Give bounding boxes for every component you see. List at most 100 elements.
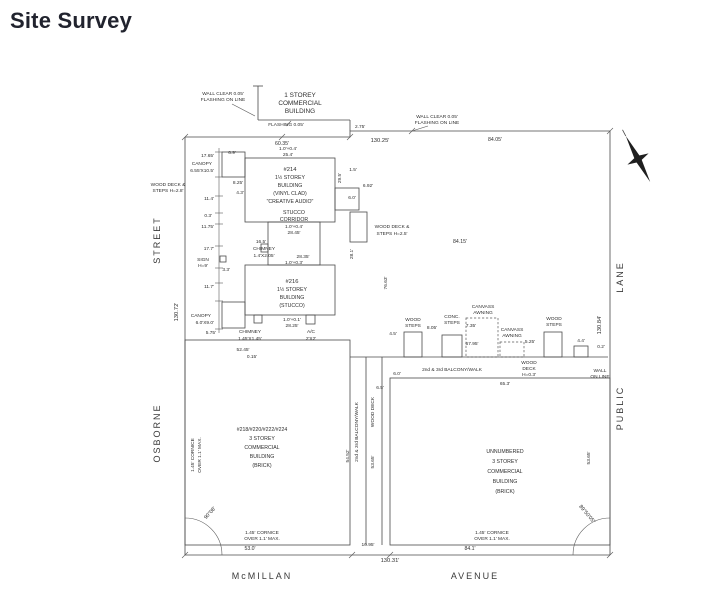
- dim-2-75: 2.75': [355, 124, 365, 130]
- dim-17-7: 17.7': [204, 246, 214, 252]
- dim-west-boundary: 130.72': [174, 303, 180, 322]
- dim-plus-04-b: 1.0'+0.4': [285, 224, 303, 230]
- note-wood-deck-28-2: STEPS H=2.8': [153, 188, 184, 194]
- balcony-walk-strip: [350, 356, 608, 545]
- label-214-num: #214: [284, 167, 298, 173]
- dim-84-05: 84.05': [488, 137, 502, 143]
- dim-0-15: 0.15': [247, 354, 257, 360]
- dim-plus-04-a: 1.0'+0.4': [279, 146, 297, 152]
- dim-chimney-2-size: 1.45'X1.45': [238, 336, 262, 342]
- street-west-osborne: OSBORNE: [152, 403, 162, 462]
- dim-6-0-a: 6.0': [348, 195, 356, 201]
- label-canvass-awning-2b: AWNING: [502, 333, 522, 339]
- label-unnumbered-num: UNNUMBERED: [486, 449, 523, 455]
- label-214-3: (VINYL CLAD): [273, 191, 307, 197]
- street-south-avenue: AVENUE: [451, 571, 499, 581]
- note-wood-deck-28-1: WOOD DECK &: [151, 182, 186, 188]
- north-building-outline: [231, 85, 429, 132]
- dim-north-boundary: 130.25': [371, 138, 390, 144]
- dim-52-45: 52.45': [237, 347, 250, 353]
- dim-60-35: 60.35': [275, 141, 289, 147]
- dim-south-boundary: 130.31': [381, 558, 400, 564]
- label-wood-deck-c: H=0.3': [522, 372, 536, 378]
- west-dimension-chain: [215, 148, 223, 333]
- label-conc-steps-2: STEPS: [444, 320, 460, 326]
- label-wood-steps-2a: WOOD: [546, 316, 562, 322]
- dim-0-3: 0.3': [204, 213, 212, 219]
- dim-10-95: 10.95': [362, 542, 375, 548]
- label-214-2: BUILDING: [278, 183, 303, 189]
- street-east-public: PUBLIC: [615, 386, 625, 431]
- note-cornice-sw-1: 1.45' CORNICE: [245, 530, 279, 536]
- building-218-outline: [184, 339, 351, 556]
- north-arrow-icon: [622, 129, 651, 182]
- note-wall-clear-ne-2: FLASHING ON LINE: [415, 120, 460, 126]
- label-wood-deck-a: WOOD: [521, 360, 537, 366]
- tick-marks: [181, 127, 614, 559]
- dim-3-3: 3.3': [222, 267, 230, 273]
- dim-16-5: 16.5': [256, 239, 266, 245]
- label-canvass-awning-2a: CANVASS: [501, 327, 524, 333]
- note-wall-on-line-2: ON LINE: [590, 374, 609, 380]
- street-east-lane: LANE: [615, 261, 625, 293]
- label-stucco-1: STUCCO: [283, 210, 305, 216]
- dim-11-4: 11.4': [204, 196, 214, 202]
- label-216-num: #216: [286, 279, 299, 285]
- note-wood-deck-25-1: WOOD DECK &: [375, 224, 410, 230]
- note-wall-clear-ne-1: WALL CLEAR 0.05': [416, 114, 458, 120]
- note-cornice-west-2: OVER 1.1' MAX.: [197, 437, 203, 473]
- label-balcony-walk-h: 2nd & 3rd BALCONY/WALK: [422, 367, 483, 373]
- label-north-building-3: BUILDING: [285, 108, 315, 115]
- note-sign-1: SIGN: [197, 257, 209, 263]
- dim-29-5: 29.5': [337, 173, 343, 183]
- label-wood-steps-2b: STEPS: [546, 322, 562, 328]
- label-214-1: 1½ STOREY: [275, 174, 305, 181]
- dim-plus-01: 1.0'+0.1': [283, 317, 301, 323]
- label-wood-deck-b: DECK: [522, 366, 536, 372]
- dim-84-1: 84.1': [464, 546, 475, 552]
- dim-53-65-gap: 53.65': [370, 455, 376, 468]
- dim-11-75: 11.75': [201, 224, 214, 230]
- label-216-1: 1½ STOREY: [277, 286, 307, 293]
- label-218-3: BUILDING: [250, 454, 275, 460]
- dim-east-boundary: 130.84': [597, 316, 603, 335]
- dim-4-5: 4.5': [389, 331, 397, 337]
- dim-canopy-n-size: 6.55'X10.5': [190, 168, 214, 174]
- note-sign-2: H=9': [198, 263, 208, 269]
- label-unnumbered-4: (BRICK): [495, 489, 515, 495]
- label-chimney-1: CHIMNEY: [253, 246, 276, 252]
- dim-6-0-b: 6.0': [393, 371, 401, 377]
- dim-28-25: 28.25': [286, 323, 299, 329]
- dim-25-4: 25.4': [283, 152, 293, 158]
- dim-53-65-east: 53.65': [586, 451, 592, 464]
- label-north-building-2: COMMERCIAL: [278, 100, 322, 107]
- label-canvass-awning-1b: AWNING: [473, 310, 493, 316]
- dim-6-9: 6.9': [228, 150, 236, 156]
- label-unnumbered-1: 3 STOREY: [492, 459, 518, 465]
- dim-8-05: 8.05': [427, 325, 437, 331]
- dim-5-75: 5.75': [206, 330, 216, 336]
- dim-5-25: 5.25': [525, 339, 535, 345]
- label-north-building-1: 1 STOREY: [284, 92, 316, 99]
- note-wall-clear-nw-2: FLASHING ON LINE: [201, 97, 246, 103]
- label-218-num: #218/#220/#222/#224: [237, 427, 288, 433]
- label-ac: A/C: [307, 329, 316, 335]
- label-218-4: (BRICK): [252, 463, 272, 469]
- dim-0-2: 0.2': [597, 344, 605, 350]
- dim-28-45: 28.45': [288, 230, 301, 236]
- dim-67-95: 67.95': [466, 341, 479, 347]
- label-216-2: BUILDING: [280, 295, 305, 301]
- label-wood-steps-1a: WOOD: [405, 317, 421, 323]
- label-conc-steps-1: CONC.: [444, 314, 459, 320]
- dim-53-0: 53.0': [244, 546, 255, 552]
- note-cornice-sw-2: OVER 1.1' MAX.: [244, 536, 280, 542]
- dim-chimney-1-size: 1.4'X2.05': [253, 253, 274, 259]
- dim-8-25: 8.25': [233, 180, 243, 186]
- dim-54-52: 54.52': [345, 449, 351, 462]
- building-216-outline: [219, 255, 336, 329]
- dim-76-63: 76.63': [383, 276, 389, 289]
- label-wood-steps-1b: STEPS: [405, 323, 421, 329]
- label-balcony-walk-v: 2nd & 3rd BALCONY/WALK: [354, 401, 360, 462]
- street-south-mcmillan: McMILLAN: [232, 571, 293, 581]
